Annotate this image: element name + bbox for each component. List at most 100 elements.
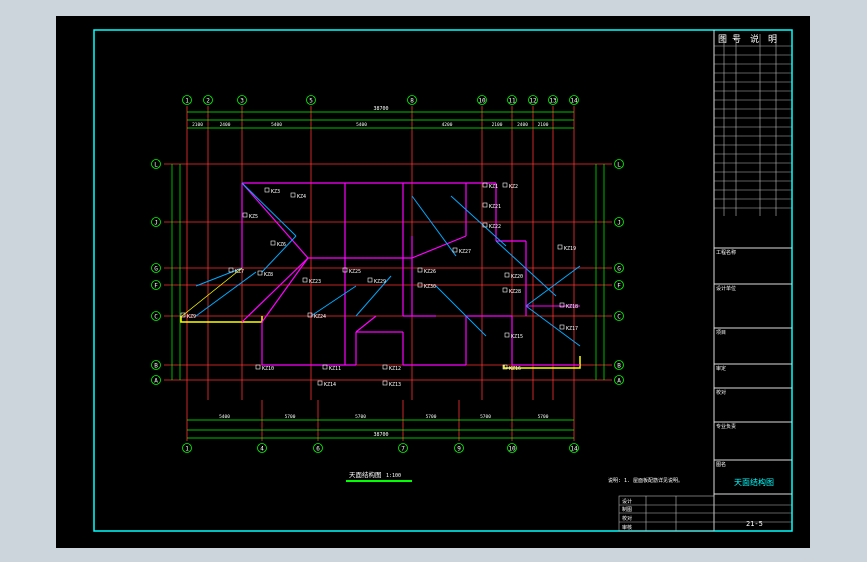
axis-bubble [528, 95, 538, 105]
axis-number-bottom: 4 [260, 446, 264, 453]
axis-number-top: 3 [240, 98, 244, 105]
axis-number-top: 2 [206, 98, 210, 105]
axis-number-top: 1 [185, 98, 189, 105]
axis-bubble [507, 95, 517, 105]
column-label: KZ13 [389, 382, 401, 388]
column-marker [502, 182, 508, 188]
diagonal-beam [450, 195, 507, 247]
column-marker [317, 380, 323, 386]
column-marker [417, 282, 423, 288]
side-label-3: 项目 [716, 330, 726, 336]
column-marker [482, 182, 488, 188]
plan-title: 天面结构图 [349, 470, 382, 479]
axis-bubble [151, 263, 161, 273]
column-marker [228, 267, 234, 273]
axis-bubble [203, 95, 213, 105]
cad-viewport[interactable]: 图 号 说 明 工程名称 设计单位 项目 审定 校对 专业负责 图名 天面结构图… [56, 16, 810, 548]
column-marker [180, 312, 186, 318]
column-marker [502, 287, 508, 293]
column-label: KZ4 [297, 194, 306, 200]
column-marker [302, 277, 308, 283]
column-label: KZ10 [262, 366, 274, 372]
title-block: 图 号 说 明 工程名称 设计单位 项目 审定 校对 专业负责 图名 天面结构图… [713, 30, 792, 531]
side-label-2: 设计单位 [716, 285, 736, 292]
dim-label-top: 2100 [538, 122, 549, 128]
dim-label-bottom: 5700 [538, 414, 549, 420]
column-label: KZ20 [511, 274, 523, 280]
dim-label-top: 2100 [492, 122, 503, 128]
drawing-canvas: 图 号 说 明 工程名称 设计单位 项目 审定 校对 专业负责 图名 天面结构图… [93, 29, 793, 532]
title-block-name: 天面结构图 [734, 477, 774, 487]
axis-bubble [257, 443, 267, 453]
dim-label-top: 5400 [271, 122, 282, 128]
roof-beam [241, 257, 309, 323]
side-label-1: 工程名称 [716, 249, 736, 256]
column-marker [322, 364, 328, 370]
axis-bubble [614, 311, 624, 321]
axis-bubble [151, 217, 161, 227]
axis-number-top: 8 [410, 98, 414, 105]
column-marker [255, 364, 261, 370]
column-label: KZ11 [329, 366, 341, 372]
column-label: KZ9 [187, 314, 196, 320]
column-marker [452, 247, 458, 253]
axis-bubble [569, 95, 579, 105]
column-label: KZ14 [324, 382, 336, 388]
column-label: KZ8 [264, 272, 273, 278]
axis-bubble [614, 360, 624, 370]
column-label: KZ16 [509, 366, 521, 372]
column-label: KZ25 [349, 269, 361, 275]
drawing-frame [93, 29, 793, 532]
column-label: KZ18 [566, 304, 578, 310]
column-label: KZ22 [489, 224, 501, 230]
column-label: KZ30 [424, 284, 436, 290]
column-marker [557, 244, 563, 250]
sign-row-4: 审核 [622, 524, 632, 531]
diagonal-beam [261, 235, 297, 273]
dim-total-top: 38700 [373, 106, 388, 112]
plan-scale: 1:100 [386, 473, 401, 479]
dim-label-top: 2100 [192, 122, 203, 128]
column-marker [482, 222, 488, 228]
axis-bubble [182, 95, 192, 105]
dim-label-bottom: 5700 [426, 414, 437, 420]
side-label-7: 图名 [716, 461, 726, 468]
axis-letter-left: A [154, 378, 158, 385]
dim-label-bottom: 5700 [355, 414, 366, 420]
axis-bubble [614, 375, 624, 385]
column-marker [367, 277, 373, 283]
column-label: KZ23 [309, 279, 321, 285]
roof-beam [261, 257, 309, 323]
column-marker [559, 302, 565, 308]
axis-bubble [151, 159, 161, 169]
sign-row-2: 制图 [622, 506, 632, 513]
diagonal-beam [310, 285, 357, 317]
column-marker [504, 272, 510, 278]
diagonal-beam [525, 305, 581, 347]
column-marker [382, 364, 388, 370]
revision-header-2: 号 [732, 34, 741, 45]
axis-letter-right: B [617, 363, 621, 370]
diagonal-beam [195, 267, 243, 287]
axis-letter-right: J [617, 220, 621, 227]
axis-bubble [313, 443, 323, 453]
column-label: KZ12 [389, 366, 401, 372]
column-marker [482, 202, 488, 208]
axis-number-bottom: 1 [185, 446, 189, 453]
axis-number-top: 14 [570, 98, 578, 105]
axis-bubble [614, 217, 624, 227]
column-marker [382, 380, 388, 386]
roof-beam [241, 182, 309, 259]
axis-letter-left: L [154, 162, 158, 169]
axis-number-bottom: 6 [316, 446, 320, 453]
wall-outline [180, 316, 263, 323]
diagonal-beam [411, 195, 457, 257]
column-marker [342, 267, 348, 273]
column-marker [502, 364, 508, 370]
column-marker [307, 312, 313, 318]
axis-bubble [151, 311, 161, 321]
revision-header-3: 说 [750, 33, 759, 45]
axis-bubble [507, 443, 517, 453]
sheet-number: 21-5 [746, 520, 763, 528]
